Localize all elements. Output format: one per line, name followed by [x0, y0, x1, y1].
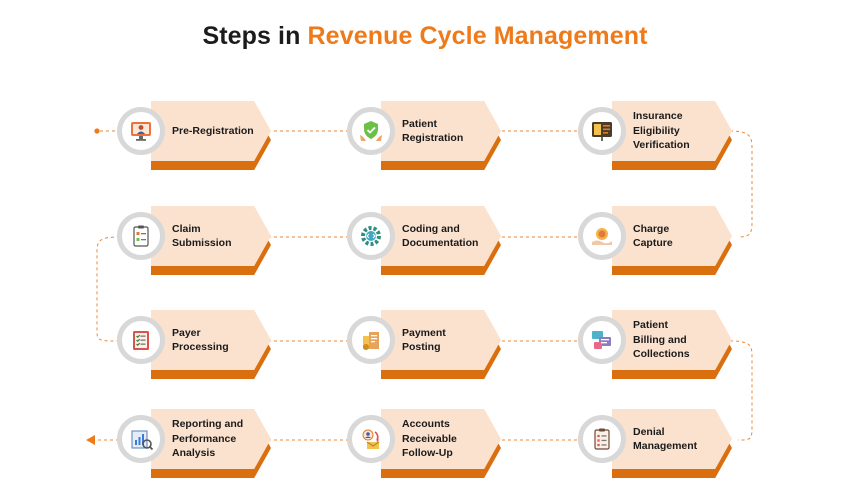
denial-list-icon [578, 415, 626, 463]
step-pre-registration: Pre-Registration [117, 101, 277, 171]
title-highlight: Revenue Cycle Management [307, 22, 648, 50]
step-label: Claim Submission [172, 222, 232, 249]
monitor-doctor-icon [117, 107, 165, 155]
step-coding-and-documentation: Coding and Documentation [347, 206, 507, 276]
step-label: Accounts Receivable Follow-Up [402, 418, 457, 460]
gear-code-icon [347, 212, 395, 260]
payment-documents-icon [347, 316, 395, 364]
checklist-icon [117, 316, 165, 364]
step-charge-capture: Charge Capture [578, 206, 738, 276]
step-label: Coding and Documentation [402, 222, 479, 249]
verification-board-icon [578, 107, 626, 155]
billing-screens-icon [578, 316, 626, 364]
step-label: Denial Management [633, 425, 698, 452]
step-patient-billing-and-collections: Patient Billing and Collections [578, 310, 738, 380]
start-dot [94, 128, 100, 134]
report-chart-icon [117, 415, 165, 463]
end-arrow [86, 435, 95, 445]
step-label: Charge Capture [633, 222, 673, 249]
clipboard-form-icon [117, 212, 165, 260]
step-label: Pre-Registration [172, 124, 254, 137]
step-label: Payer Processing [172, 326, 229, 353]
step-claim-submission: Claim Submission [117, 206, 277, 276]
shield-hands-icon [347, 107, 395, 155]
page-title: Steps in Revenue Cycle Management [0, 22, 850, 51]
step-payer-processing: Payer Processing [117, 310, 277, 380]
follow-up-mail-icon [347, 415, 395, 463]
connector-row1-to-row2 [729, 130, 753, 238]
step-label: Patient Registration [402, 117, 464, 144]
step-label: Patient Billing and Collections [633, 319, 690, 361]
step-reporting-and-performance-analysis: Reporting and Performance Analysis [117, 409, 277, 479]
connector-row2-to-row3 [96, 236, 121, 342]
step-patient-registration: Patient Registration [347, 101, 507, 171]
step-payment-posting: Payment Posting [347, 310, 507, 380]
step-insurance-eligibility-verification: Insurance Eligibility Verification [578, 101, 738, 171]
step-label: Insurance Eligibility Verification [633, 110, 690, 152]
step-label: Payment Posting [402, 326, 446, 353]
connector-row3-to-row4 [729, 340, 753, 441]
hand-coin-icon [578, 212, 626, 260]
title-prefix: Steps in [202, 22, 301, 50]
step-accounts-receivable-follow-up: Accounts Receivable Follow-Up [347, 409, 507, 479]
step-label: Reporting and Performance Analysis [172, 418, 244, 460]
step-denial-management: Denial Management [578, 409, 738, 479]
